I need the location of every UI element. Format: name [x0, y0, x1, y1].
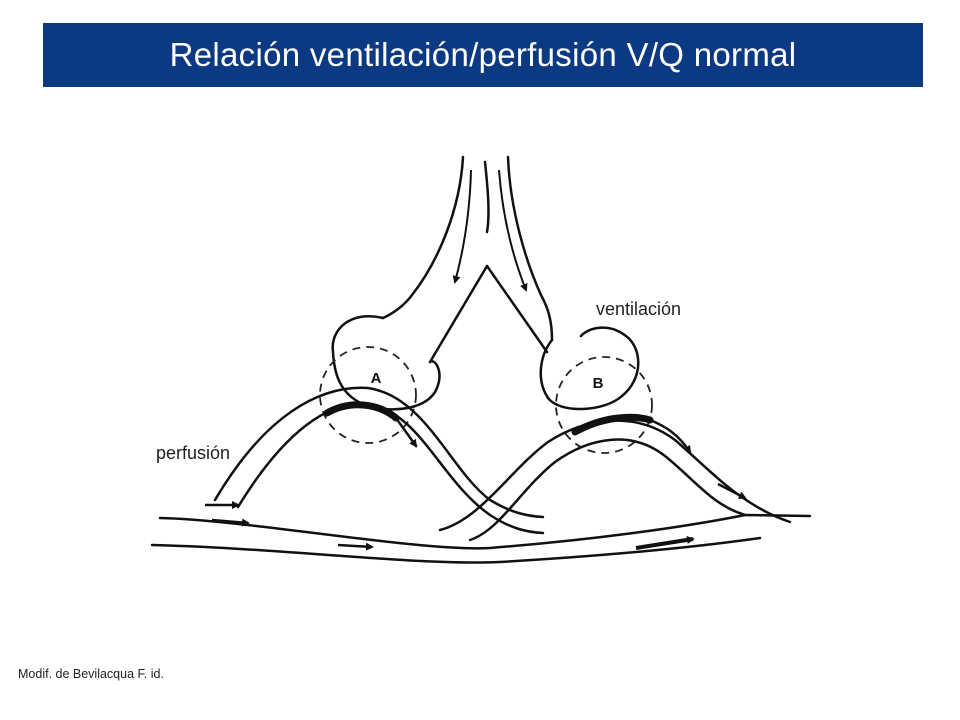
airway: [331, 155, 640, 411]
ventilation-label: ventilación: [596, 299, 682, 319]
blood-flow-b-thick-arrow: [571, 413, 654, 436]
right-air-flow-arrow: [498, 169, 528, 292]
inflow-arrow-lower: [211, 518, 250, 527]
alveolus-b-capillary-zone: [555, 356, 653, 454]
thick-blood-flow-arrows: [323, 401, 692, 454]
capillary-b-inner: [468, 438, 747, 542]
blood-flow-a-thick-arrow: [323, 401, 400, 422]
bottom-flow-arrow: [337, 542, 374, 551]
alveolus-a-label: A: [371, 370, 382, 387]
dashed-circles: [319, 346, 653, 454]
title-bar: Relación ventilación/perfusión V/Q norma…: [43, 23, 923, 87]
blood-flow-b-arrow-tip: [648, 418, 692, 454]
blood-flow-a-arrow-tip: [394, 416, 418, 448]
bottom-vessel-lower-wall: [150, 536, 762, 564]
alveolus-a-capillary-zone: [319, 346, 417, 444]
capillary-a-inner: [236, 402, 545, 535]
ventilation-arrows: [452, 169, 528, 292]
page-title: Relación ventilación/perfusión V/Q norma…: [169, 36, 797, 73]
outflow-arrow-bottom: [635, 535, 695, 550]
bottom-vessel-upper-wall: [158, 513, 812, 550]
small-flow-arrows: [205, 482, 747, 551]
alveolus-b-label: B: [593, 375, 604, 392]
outflow-arrow-right: [717, 482, 747, 500]
capillaries: [150, 386, 812, 564]
perfusion-label: perfusión: [156, 443, 231, 463]
capillary-a-outer: [213, 386, 545, 519]
alveolus-letters: A B: [371, 370, 604, 392]
left-air-flow-arrow: [452, 169, 472, 284]
source-citation: Modif. de Bevilacqua F. id.: [18, 667, 164, 681]
